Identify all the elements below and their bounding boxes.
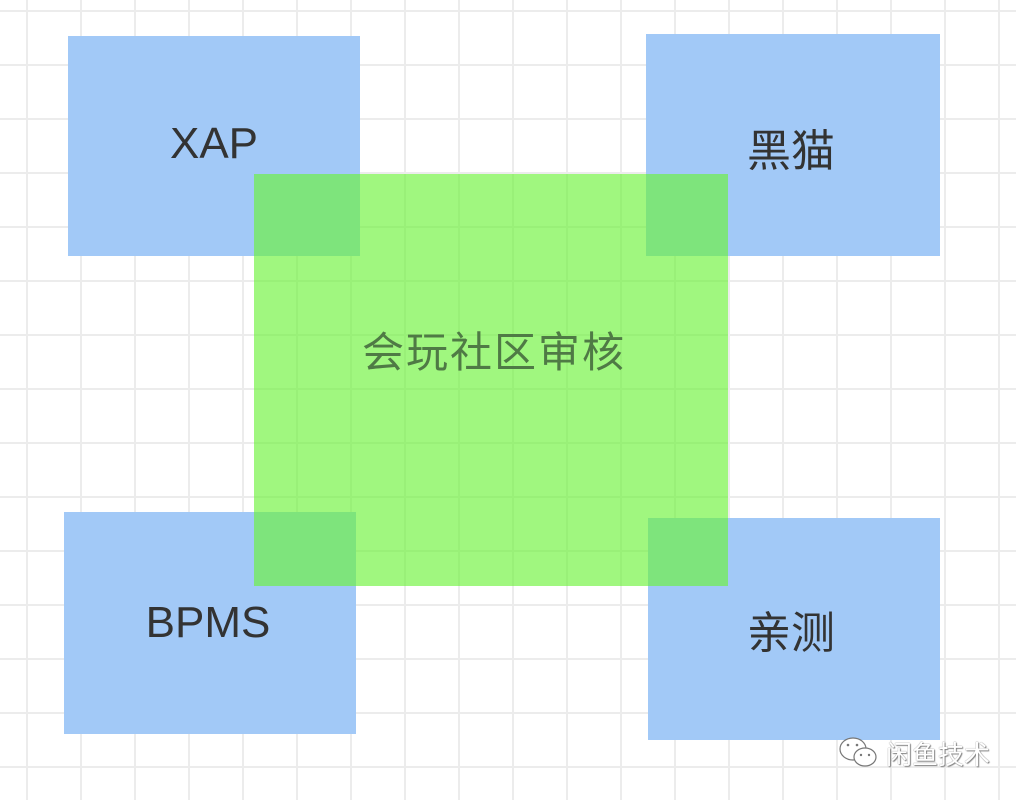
center-label: 会玩社区审核 bbox=[361, 327, 626, 377]
node-xap: XAP bbox=[68, 36, 360, 256]
wechat-icon bbox=[839, 736, 877, 767]
node-label: 黑猫 bbox=[747, 127, 835, 176]
node-bpms: BPMS bbox=[64, 512, 356, 734]
node-label: BPMS bbox=[145, 598, 271, 647]
watermark-text: 闲鱼技术 bbox=[886, 741, 991, 771]
node-label: XAP bbox=[169, 119, 259, 168]
node-center: 会玩社区审核 bbox=[254, 174, 728, 586]
watermark: 闲鱼技术 bbox=[838, 735, 990, 772]
node-label: 亲测 bbox=[747, 609, 835, 658]
